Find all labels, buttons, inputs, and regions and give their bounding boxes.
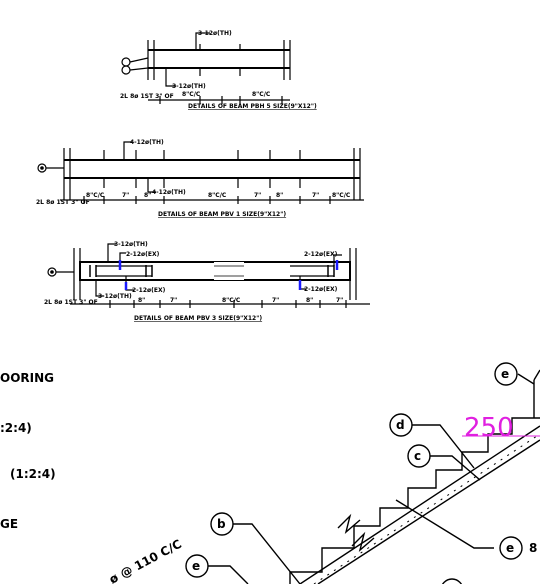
- pbv3-spacing-2: 7": [170, 297, 177, 304]
- pbv1-title: DETAILS OF BEAM PBV 1 SIZE(9"X12"): [158, 211, 286, 218]
- pbv1-spacing-8: 8"C/C: [332, 192, 351, 199]
- pbh5-title: DETAILS OF BEAM PBH 5 SIZE(9"X12"): [188, 103, 317, 110]
- pbv1-spacing-6: 8": [276, 192, 283, 199]
- note-line-3: (1:2:4): [10, 467, 56, 481]
- pbv3-bottom-bar-label: 3-12ø(TH): [98, 293, 132, 300]
- stair-section: [208, 369, 540, 584]
- beam-detail-pbv1: [37, 141, 364, 204]
- pbv3-spacing-6: 7": [336, 297, 343, 304]
- partial-bubble-bottom: [441, 578, 463, 584]
- pbv3-break-mark: [214, 262, 244, 280]
- beam-detail-pbh5: [121, 32, 291, 104]
- pbv3-extra-right-bottom: 2-12ø(EX): [304, 286, 338, 293]
- pbv3-spacing-1: 8": [138, 297, 145, 304]
- pbv3-extra-right-top: 2-12ø(EX): [304, 251, 338, 258]
- bubble-c: c: [407, 444, 431, 468]
- pbv3-spacing-4: 7": [272, 297, 279, 304]
- stair-rebar-note: ø @ 110 C/C: [107, 537, 184, 584]
- bubble-d: d: [389, 413, 413, 437]
- pbv1-spacing-1: 8"C/C: [86, 192, 105, 199]
- bubble-e-right-label: e: [506, 541, 514, 555]
- pbv3-spacing-5: 8": [306, 297, 313, 304]
- pbv3-section-dot: [50, 270, 54, 274]
- bubble-d-label: d: [396, 418, 405, 432]
- pbv3-break-line: [214, 265, 244, 277]
- pbv3-top-bar-label: 3-12ø(TH): [114, 241, 148, 248]
- pbh5-top-bar-label: 3-12ø(TH): [198, 30, 232, 37]
- pbv3-end-label: 2L 8ø 1ST 3" OF: [44, 299, 98, 306]
- pbv1-bottom-bar-label: 4-12ø(TH): [152, 189, 186, 196]
- bubble-b: b: [210, 512, 234, 536]
- pbv1-spacing-4: 8"C/C: [208, 192, 227, 199]
- bubble-e-bottom-label: e: [192, 559, 200, 573]
- pbh5-spacing-1: 8"C/C: [182, 91, 201, 98]
- pbv3-title: DETAILS OF BEAM PBV 3 SIZE(9"X12"): [134, 315, 262, 322]
- pbv1-spacing-3: 8": [144, 192, 151, 199]
- pbh5-end-label: 2L 8ø 1ST 3" OF: [120, 93, 174, 100]
- pbv3-extra-left-bottom: 2-12ø(EX): [132, 287, 166, 294]
- note-line-2: :2:4): [0, 421, 32, 435]
- pbv1-spacing-5: 7": [254, 192, 261, 199]
- pbv1-section-dot: [40, 166, 44, 170]
- note-line-4: GE: [0, 517, 18, 531]
- pbv1-end-label: 2L 8ø 1ST 3" OF: [36, 199, 90, 206]
- pbv3-extra-left-top: 2-12ø(EX): [126, 251, 160, 258]
- bubble-e-right: e: [499, 536, 523, 560]
- stair-dimension-250: 250: [464, 413, 514, 443]
- pbv1-spacing-7: 7": [312, 192, 319, 199]
- bubble-e-top: e: [494, 362, 518, 386]
- bubble-b-label: b: [217, 517, 226, 531]
- pbv1-spacing-2: 7": [122, 192, 129, 199]
- stair-trailing-text: 8: [529, 541, 537, 555]
- pbh5-spacing-2: 8"C/C: [252, 91, 271, 98]
- pbv3-spacing-3: 8"C/C: [222, 297, 241, 304]
- bubble-e-top-label: e: [501, 367, 509, 381]
- pbv1-top-bar-label: 4-12ø(TH): [130, 139, 164, 146]
- bubble-e-bottom: e: [185, 554, 209, 578]
- pbh5-bottom-bar-label: 3-12ø(TH): [172, 83, 206, 90]
- note-line-1: OORING: [0, 371, 54, 385]
- bubble-c-label: c: [414, 449, 421, 463]
